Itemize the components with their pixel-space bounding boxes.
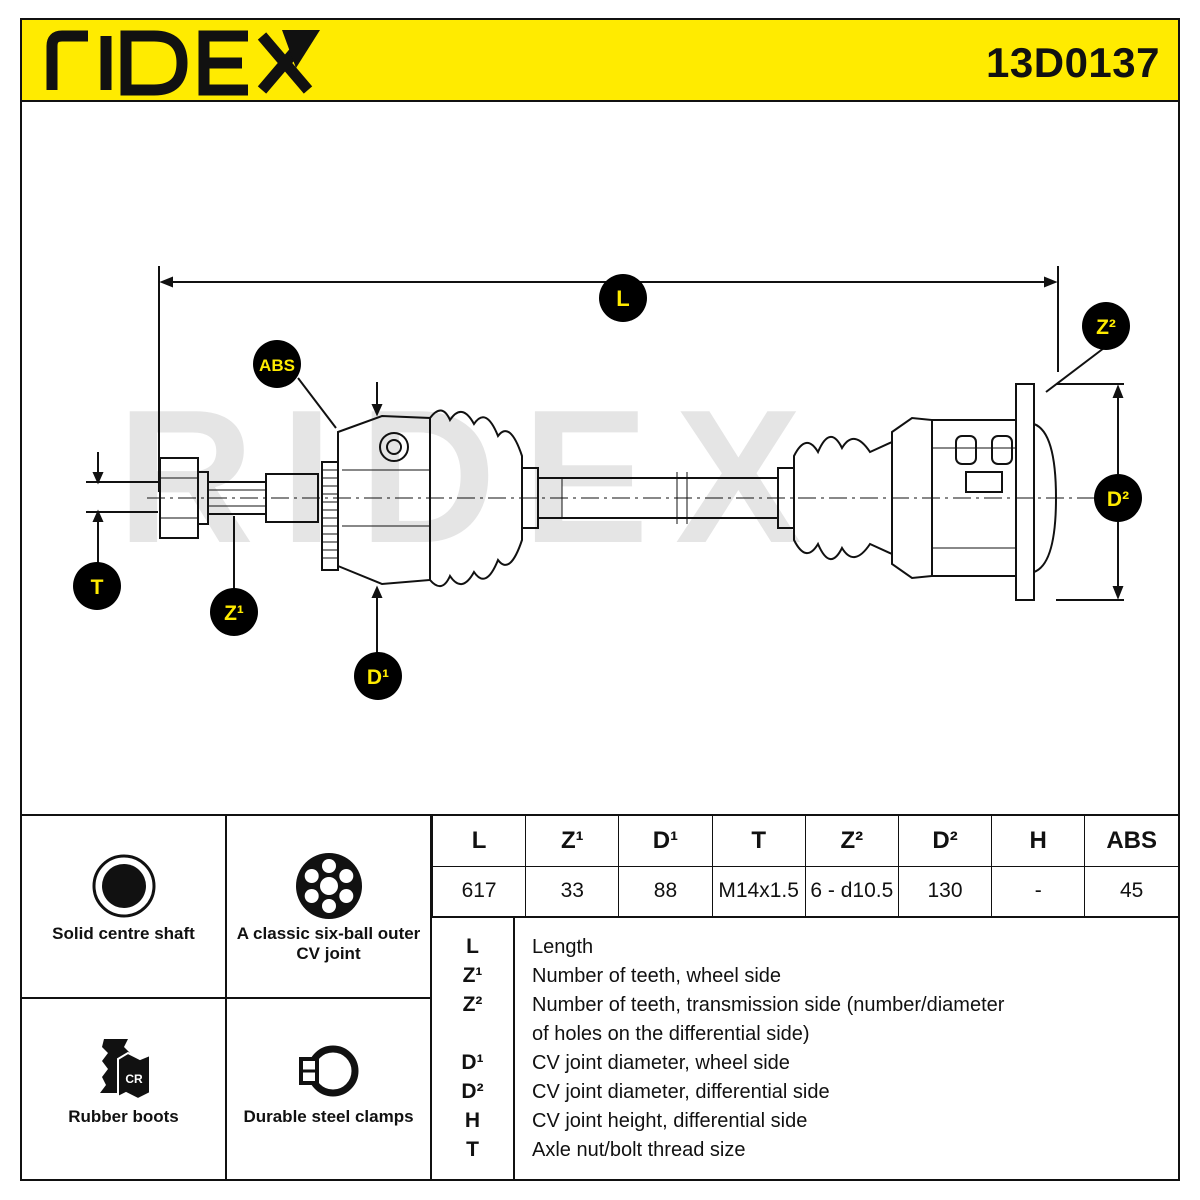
six-ball-joint-icon: [296, 853, 362, 919]
spec-header: Z²: [804, 816, 899, 867]
svg-text:T: T: [91, 576, 104, 599]
spec-value: 33: [525, 865, 620, 917]
spec-header: T: [711, 816, 806, 867]
solid-shaft-icon: [92, 854, 156, 918]
label-abs: ABS: [253, 340, 301, 388]
svg-text:D¹: D¹: [367, 666, 389, 689]
feature-label: Solid centre shaft: [52, 924, 195, 943]
spec-value: 88: [618, 865, 713, 917]
label-d1: D¹: [354, 652, 402, 700]
legend-key: H: [464, 1109, 481, 1132]
rubber-boot-badge: CR: [125, 1072, 143, 1086]
feature-label: Durable steel clamps: [243, 1107, 414, 1126]
spec-header: D²: [897, 816, 993, 867]
label-z1: Z¹: [210, 588, 258, 636]
info-panel: Solid centre shaft A classic six-ball ou…: [22, 814, 1178, 1179]
spec-value: -: [991, 865, 1086, 917]
legend-desc: Length: [532, 936, 594, 958]
spec-value: 6 - d10.5: [804, 865, 899, 917]
product-sheet: 13D0137 RIDEX: [20, 18, 1180, 1181]
legend-desc: Axle nut/bolt thread size: [532, 1139, 746, 1161]
legend-divider: [513, 918, 515, 1179]
part-number: 13D0137: [986, 39, 1160, 86]
spec-table: L Z¹ D¹ T Z² D² H ABS 617 33 88 M14x1.5 …: [431, 816, 1178, 917]
label-t: T: [73, 562, 121, 610]
feature-label: Rubber boots: [68, 1107, 179, 1126]
rubber-boot-icon: CR: [100, 1039, 151, 1101]
feature-steel-clamps: Durable steel clamps: [227, 999, 432, 1179]
spec-header: H: [991, 816, 1086, 867]
svg-text:Z¹: Z¹: [224, 602, 244, 625]
legend-key: D¹: [461, 1051, 484, 1074]
feature-six-ball-joint: A classic six-ball outer CV joint: [227, 816, 432, 999]
legend-key: D²: [461, 1080, 484, 1103]
svg-text:Z²: Z²: [1096, 316, 1116, 339]
spec-header: Z¹: [525, 816, 620, 867]
feature-rubber-boots: CR Rubber boots: [22, 999, 227, 1179]
header-bar: 13D0137: [22, 20, 1178, 102]
legend-desc: CV joint height, differential side: [532, 1110, 808, 1132]
svg-text:ABS: ABS: [259, 356, 295, 375]
spec-header-row: L Z¹ D¹ T Z² D² H ABS: [431, 816, 1178, 867]
spec-header: ABS: [1084, 816, 1178, 867]
legend-desc: Number of teeth, transmission side (numb…: [532, 994, 1005, 1016]
legend-key: Z²: [462, 993, 483, 1016]
ridex-logo: [46, 30, 320, 96]
legend-desc: Number of teeth, wheel side: [532, 965, 782, 987]
legend-key: Z¹: [462, 964, 483, 987]
feature-solid-shaft: Solid centre shaft: [22, 816, 227, 999]
legend-desc: of holes on the differential side): [532, 1023, 810, 1045]
legend-desc: CV joint diameter, differential side: [532, 1081, 830, 1103]
spec-header: L: [431, 816, 527, 867]
spec-value: 617: [431, 865, 527, 917]
spec-header: D¹: [618, 816, 713, 867]
legend-key: L: [466, 935, 479, 958]
feature-label: A classic six-ball outer CV joint: [236, 924, 421, 963]
legend-key: T: [466, 1138, 479, 1161]
drive-shaft-drawing: RIDEX: [73, 266, 1142, 700]
svg-text:L: L: [616, 286, 629, 311]
steel-clamp-icon: [299, 1045, 359, 1097]
technical-drawing-area: RIDEX: [22, 102, 1178, 814]
spec-value-row: 617 33 88 M14x1.5 6 - d10.5 130 - 45: [431, 865, 1178, 917]
legend-desc: CV joint diameter, wheel side: [532, 1052, 790, 1074]
spec-value: M14x1.5: [711, 865, 806, 917]
svg-text:D²: D²: [1107, 488, 1129, 511]
label-l: L: [599, 274, 647, 322]
legend: L Length Z¹ Number of teeth, wheel side …: [432, 916, 1178, 1179]
spec-value: 45: [1084, 865, 1178, 917]
spec-value: 130: [897, 865, 993, 917]
label-z2: Z²: [1082, 302, 1130, 350]
label-d2: D²: [1094, 474, 1142, 522]
